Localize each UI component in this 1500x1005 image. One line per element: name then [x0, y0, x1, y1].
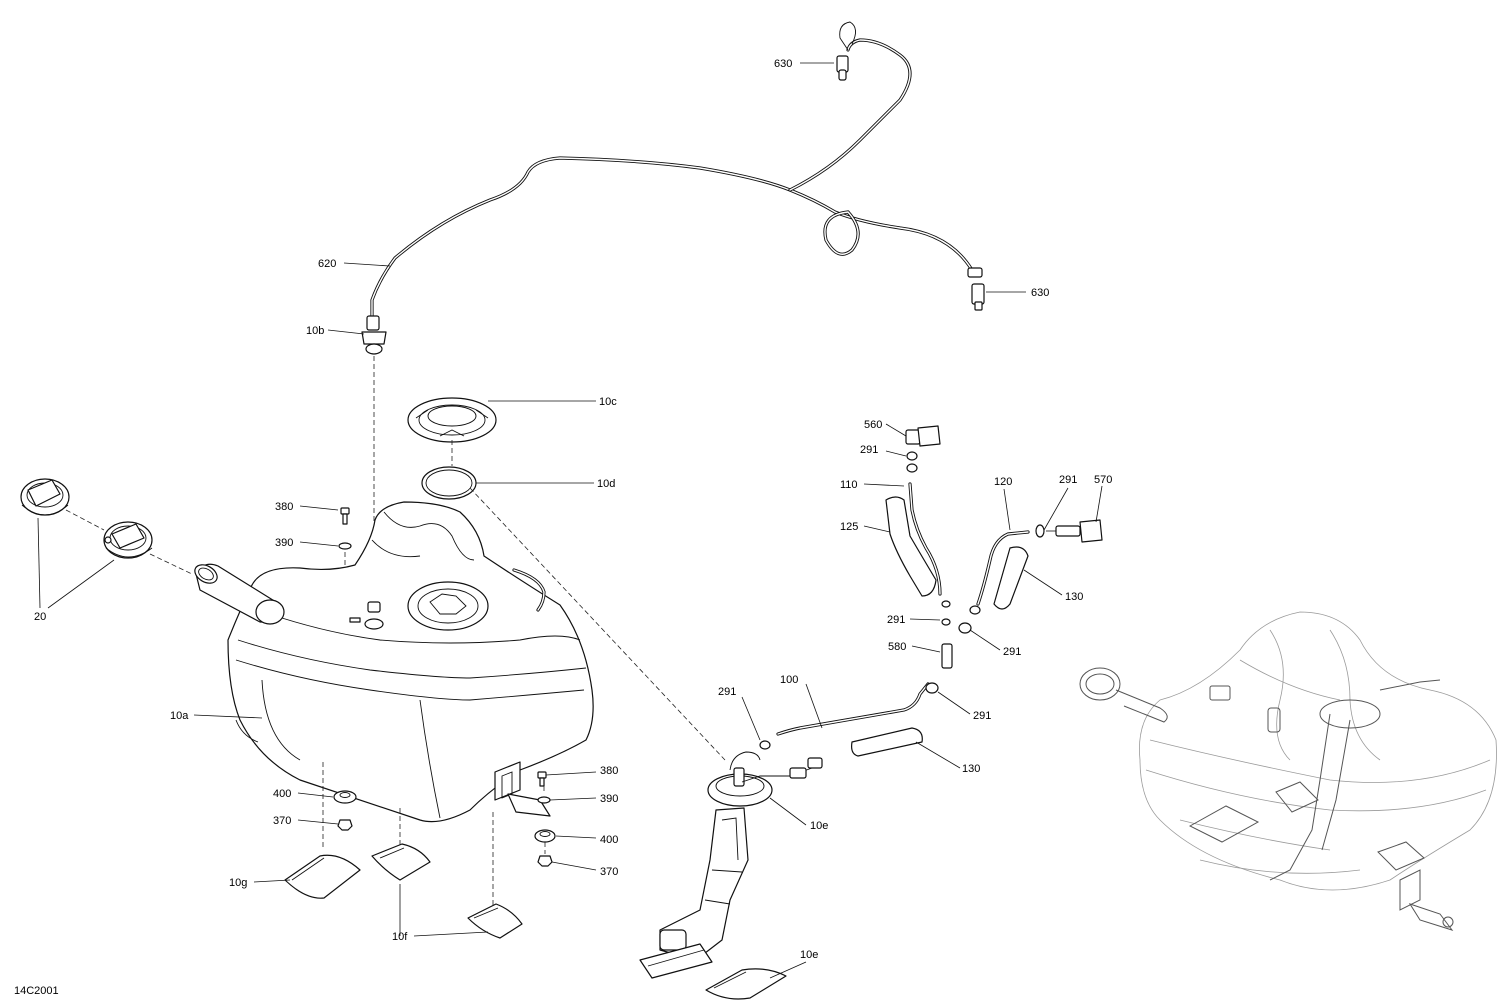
callout-400-left: 400 [273, 788, 291, 800]
rollover-valve-10b [361, 315, 387, 355]
screw-380-left [340, 507, 350, 525]
callout-labels: 630 630 620 10b 10c 10d 380 390 20 10a 4… [14, 58, 1112, 997]
callout-380-right: 380 [600, 765, 618, 777]
callout-380-left: 380 [275, 501, 293, 513]
callout-291-small: 291 [887, 614, 905, 626]
clamp-291-mid [925, 682, 939, 694]
callout-10b: 10b [306, 325, 324, 337]
callout-120: 120 [994, 476, 1012, 488]
callout-580: 580 [888, 641, 906, 653]
callout-560: 560 [864, 419, 882, 431]
callout-291-pump: 291 [718, 686, 736, 698]
rubber-pad-10f-b [467, 903, 523, 939]
assembled-view [1079, 611, 1497, 931]
quick-connector-570 [1055, 519, 1103, 543]
clamp-291-small [941, 600, 951, 626]
callout-291-top: 291 [860, 444, 878, 456]
callout-110: 110 [840, 479, 858, 491]
callout-20: 20 [34, 611, 46, 623]
callout-10f: 10f [392, 931, 408, 943]
callout-10a: 10a [170, 710, 189, 722]
fuel-filter-pad-10e [705, 968, 787, 1000]
lock-ring-10c [407, 397, 497, 443]
vent-valve-630-right [967, 267, 985, 311]
vent-hose-620 [370, 21, 974, 320]
clamp-291-upper-right [958, 524, 1045, 634]
screw-380-right [537, 771, 547, 787]
callout-390-right: 390 [600, 793, 618, 805]
fuel-hose-110 [908, 482, 942, 596]
nut-370-left [337, 819, 353, 831]
washer-390-left [338, 542, 352, 550]
figure-code: 14C2001 [14, 985, 59, 997]
seal-ring-10d [421, 466, 477, 500]
hose-sleeve-130-upper [993, 546, 1029, 610]
callout-291-clamp: 291 [1003, 646, 1021, 658]
callout-130-lower: 130 [962, 763, 980, 775]
rubber-pad-10f-a [371, 843, 431, 881]
grommet-400-left [333, 790, 357, 804]
callout-370-right: 370 [600, 866, 618, 878]
elbow-connector-560 [905, 425, 941, 447]
hose-sleeve-125 [885, 496, 937, 597]
rubber-pad-10g [284, 854, 361, 899]
fuel-cap-20-b [103, 521, 153, 559]
fuel-cap-20-a [20, 478, 70, 516]
fuel-hose-120 [976, 530, 1030, 606]
filler-neck [194, 563, 285, 625]
callout-370-left: 370 [273, 815, 291, 827]
nut-370-right [537, 855, 553, 867]
callout-10e-pump: 10e [810, 820, 828, 832]
vent-valve-630-top [836, 55, 849, 81]
callout-125: 125 [840, 521, 858, 533]
callout-630-top: 630 [774, 58, 792, 70]
callout-10e-pad: 10e [800, 949, 818, 961]
leader-lines [37, 62, 1103, 979]
callout-130-upper: 130 [1065, 591, 1083, 603]
connector-580 [941, 643, 953, 669]
fuel-hose-100 [776, 682, 930, 736]
callout-10g: 10g [229, 877, 247, 889]
clamp-291-top [906, 451, 918, 473]
callout-291-upper-right: 291 [1059, 474, 1077, 486]
grommet-400-right [534, 829, 556, 843]
hose-sleeve-130-lower [851, 727, 923, 757]
callout-390-left: 390 [275, 537, 293, 549]
callout-620: 620 [318, 258, 336, 270]
fuel-pump-module-10e [639, 751, 823, 979]
callout-10c: 10c [599, 396, 617, 408]
callout-291-mid: 291 [973, 710, 991, 722]
callout-100: 100 [780, 674, 798, 686]
callout-630-right: 630 [1031, 287, 1049, 299]
washer-390-right [537, 796, 551, 804]
callout-400-right: 400 [600, 834, 618, 846]
tank-vent-hose [512, 568, 546, 612]
callout-570: 570 [1094, 474, 1112, 486]
callout-10d: 10d [597, 478, 615, 490]
clamp-291-pump [759, 740, 771, 750]
